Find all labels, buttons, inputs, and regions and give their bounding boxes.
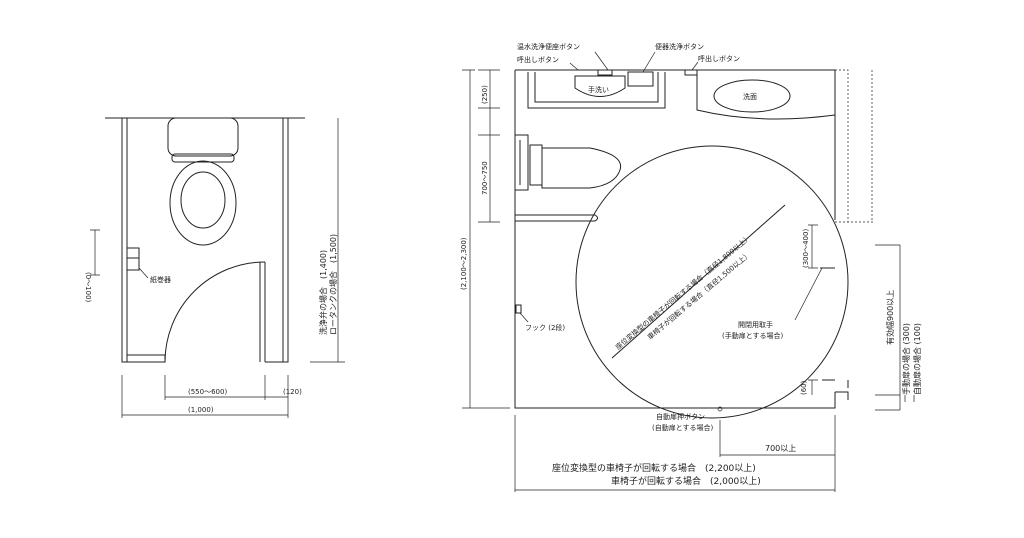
dim-depth: (2,100〜2,300) bbox=[460, 237, 468, 290]
wash-basin bbox=[713, 79, 791, 113]
call-button-box bbox=[684, 69, 698, 76]
left-plan: 紙巻器 (0〜100) 洗浄弁の場合 (1,400) ロータンクの場合 (1,5… bbox=[84, 117, 345, 418]
toilet-bowl bbox=[169, 160, 237, 246]
door-handle-note: (手動扉とする場合) bbox=[722, 331, 784, 340]
call-button-label-2: 呼出しボタン bbox=[698, 54, 740, 63]
dim-300-400: (300〜400) bbox=[802, 229, 810, 268]
turning-circle bbox=[575, 145, 849, 419]
counter bbox=[527, 72, 666, 109]
hand-wash-label: 手洗い bbox=[588, 85, 609, 94]
dim-width: (1,000) bbox=[188, 406, 214, 414]
wash-basin-label: 洗面 bbox=[743, 92, 757, 101]
flush-button-label: 便器洗浄ボタン bbox=[655, 42, 704, 51]
dim-height-line bbox=[310, 118, 345, 363]
dim-300-400-line bbox=[808, 224, 818, 269]
front-wall-left bbox=[122, 354, 166, 363]
dim-250: (250) bbox=[481, 85, 489, 104]
toilet-tank bbox=[167, 117, 239, 157]
circle-diameter-line bbox=[611, 204, 786, 359]
door-swing-arc bbox=[164, 261, 266, 363]
leader-line bbox=[138, 267, 149, 279]
leader-line bbox=[794, 267, 823, 321]
effective-width: 有効幅900以上 bbox=[885, 290, 895, 345]
hook bbox=[515, 304, 522, 314]
bottom-dim-lines bbox=[514, 415, 836, 492]
grab-bar bbox=[515, 134, 529, 191]
dim-low-tank: ロータンクの場合 (1,500) bbox=[328, 234, 338, 335]
door-handles bbox=[820, 267, 835, 381]
dim-door: (550〜600) bbox=[188, 388, 227, 396]
auto-door-button bbox=[717, 406, 723, 412]
wall-pocket bbox=[835, 69, 875, 223]
width-convertible: 座位変換型の車椅子が回転する場合 (2,200以上) bbox=[552, 462, 756, 474]
call-button-label-1: 呼出しボタン bbox=[517, 55, 559, 64]
left-dim-lines bbox=[462, 69, 510, 409]
paper-roll bbox=[126, 257, 140, 271]
horizontal-grab-bar bbox=[515, 214, 598, 222]
dim-offset: (0〜100) bbox=[84, 272, 92, 303]
auto-door: 自動扉の場合 (100) bbox=[912, 323, 922, 395]
leader-lines bbox=[569, 51, 699, 73]
dim-flush-valve: 洗浄弁の場合 (1,400) bbox=[318, 250, 328, 335]
dim-offset-line bbox=[90, 229, 100, 276]
dim-700-750: 700〜750 bbox=[481, 161, 489, 195]
circle-label-2: 車椅子が回転する場合（直径1,500以上） bbox=[646, 250, 753, 342]
width-wheelchair: 車椅子が回転する場合 (2,000以上) bbox=[611, 475, 761, 487]
washlet-button-label: 温水洗浄便座ボタン bbox=[517, 42, 580, 51]
hand-wash-basin bbox=[574, 75, 626, 97]
auto-door-button-label: 自動扉押ボタン bbox=[656, 412, 705, 421]
right-dim-lines bbox=[875, 244, 915, 411]
dim-60-line bbox=[808, 379, 818, 395]
flush-button-box bbox=[627, 71, 654, 87]
dim-60: (60) bbox=[800, 380, 808, 395]
right-wall bbox=[282, 117, 289, 363]
door-jamb bbox=[835, 380, 849, 400]
washlet-button-box bbox=[597, 69, 613, 76]
paper-holder-label: 紙巻器 bbox=[150, 275, 171, 284]
toilet-tank bbox=[529, 144, 543, 186]
door-handle-label: 開閉用取手 bbox=[738, 320, 773, 329]
dim-bottom-lines bbox=[121, 375, 289, 418]
leader-line bbox=[519, 312, 529, 323]
toilet-seat-hinge bbox=[171, 153, 235, 163]
left-wall bbox=[121, 117, 128, 363]
dim-700: 700以上 bbox=[765, 444, 796, 453]
toilet-bowl-inner bbox=[180, 171, 226, 229]
toilet-bowl bbox=[541, 147, 622, 189]
right-plan: 手洗い 洗面 温水洗浄便座ボタン 呼出しボタン 便器洗浄ボタン 呼出しボタン 座… bbox=[460, 42, 922, 492]
auto-door-button-note: (自動扉とする場合) bbox=[652, 423, 714, 432]
paper-holder bbox=[126, 247, 140, 259]
hook-label: フック (2段) bbox=[525, 323, 565, 332]
dim-wall: (120) bbox=[283, 388, 302, 396]
manual-door: 手動扉の場合 (300) bbox=[901, 323, 911, 395]
wash-counter bbox=[696, 72, 836, 120]
room-walls bbox=[514, 69, 836, 409]
front-wall-right bbox=[259, 262, 288, 363]
